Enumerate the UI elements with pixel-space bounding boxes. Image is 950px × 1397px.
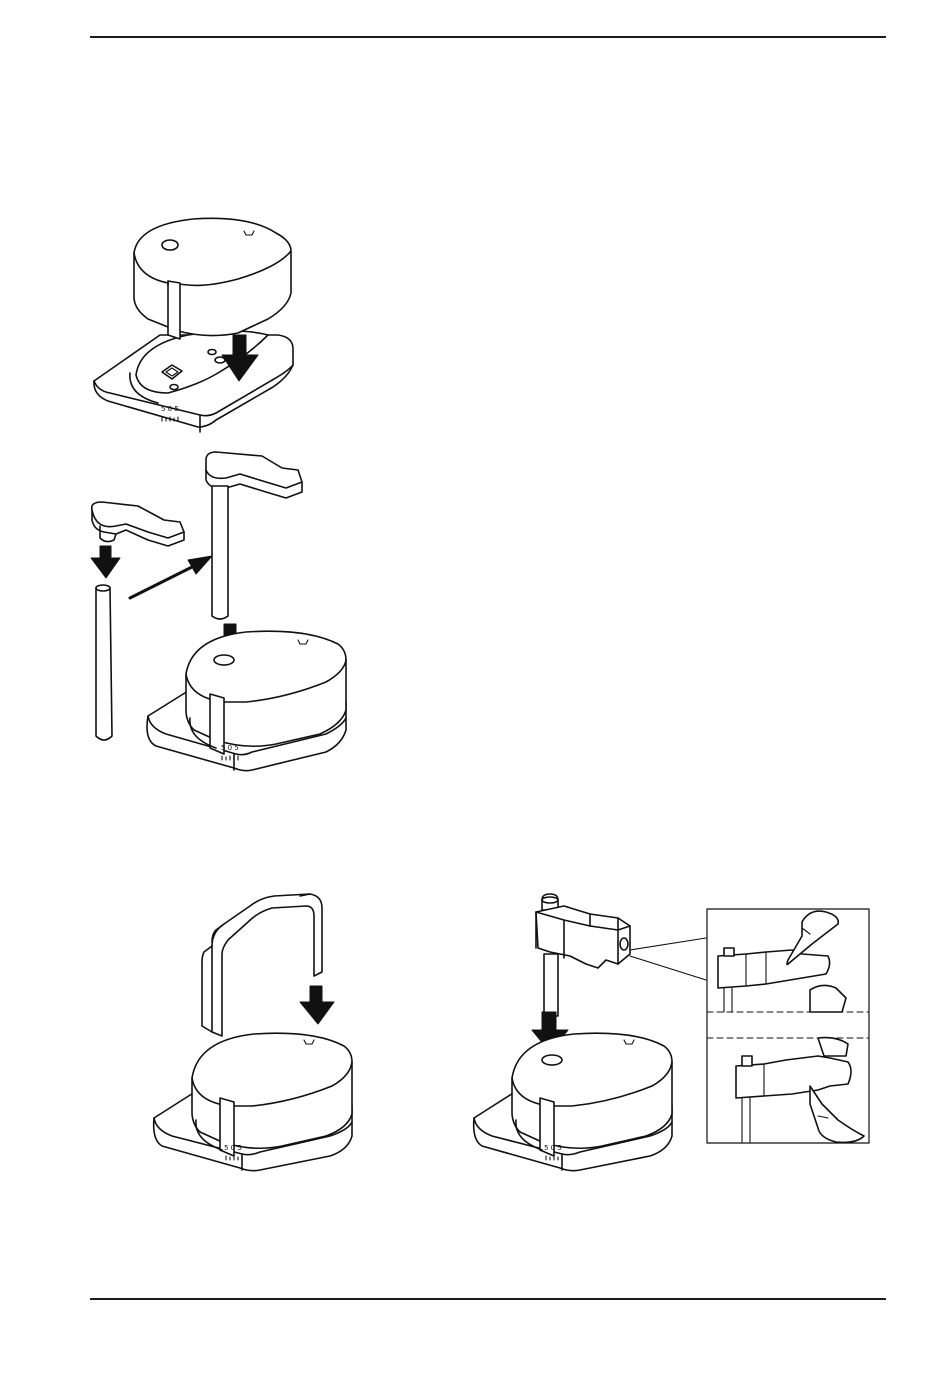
detail-leader-lines	[628, 936, 710, 986]
scale-marks: 5 0 5	[224, 1144, 242, 1152]
scale-marks: 5 0 5	[544, 1144, 562, 1152]
probe-arm-assembly-icon: 5 0 5	[470, 892, 680, 1172]
probe-detail-inset-icon	[706, 908, 870, 1144]
footer-rule	[90, 1298, 886, 1300]
base-cover-assembly-icon: 5 0 5	[88, 215, 303, 437]
figure-column-arm: 5 0 5	[76, 448, 348, 774]
figure-cover-onto-base: 5 0 5	[88, 215, 303, 437]
figure-probe-detail	[706, 908, 870, 1144]
scale-marks: 5 0 5	[161, 405, 179, 413]
scale-marks: 5 0 5	[221, 744, 239, 752]
figure-u-bracket: 5 0 5	[150, 892, 355, 1172]
header-rule	[90, 36, 886, 38]
column-arm-assembly-icon: 5 0 5	[76, 448, 348, 774]
u-bracket-assembly-icon: 5 0 5	[150, 892, 355, 1172]
figure-probe-arm: 5 0 5	[470, 892, 680, 1172]
